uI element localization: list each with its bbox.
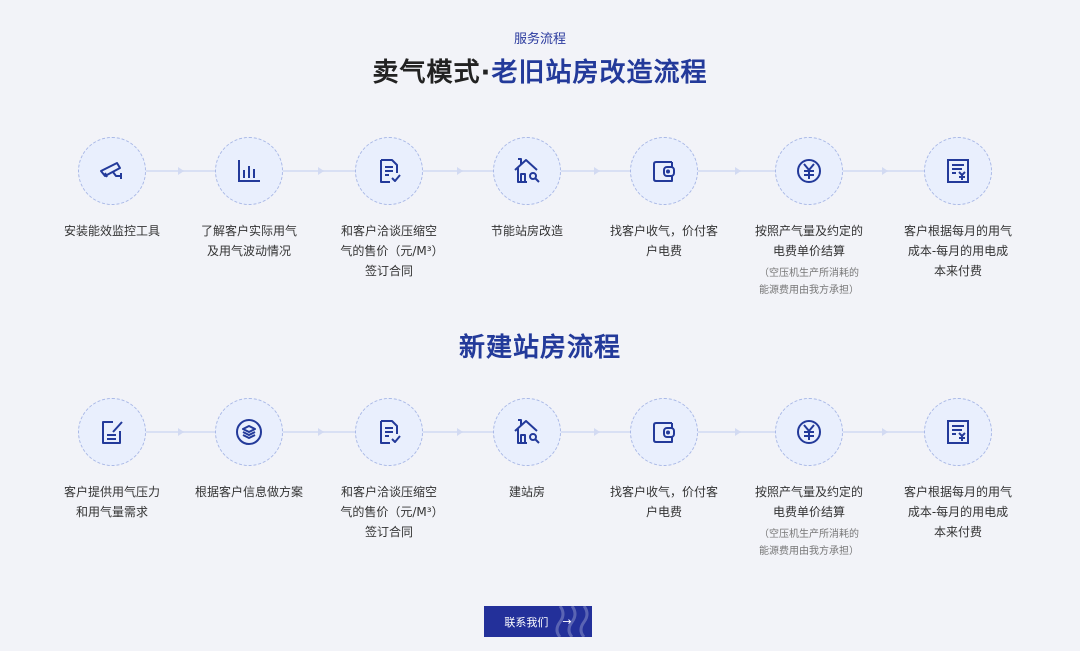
step-circle [775,137,843,205]
arrow-icon [318,428,324,436]
step-label: 根据客户信息做方案 [194,485,303,499]
flow2-step-5: 找客户收气，价付客户电费 [599,398,729,522]
step-note: （空压机生产所消耗的能源费用由我方承担） [759,268,859,296]
wave-decoration-icon [555,606,589,637]
flow2-step-1: 客户提供用气压力和用气量需求 [47,398,177,522]
step-label: 安装能效监控工具 [63,224,160,238]
flow1-step-5: 找客户收气，价付客户电费 [599,137,729,261]
yen-coin-icon [797,159,821,183]
flow2-step-2: 根据客户信息做方案 [184,398,314,502]
step-label: 和客户洽谈压缩空气的售价（元/M³）签订合同 [340,224,438,278]
flow1-step-1: 安装能效监控工具 [47,137,177,241]
step-label: 客户提供用气压力和用气量需求 [63,485,160,519]
step-circle [355,137,423,205]
wallet-icon [653,422,675,443]
step-circle [78,398,146,466]
arrow-icon [594,428,600,436]
step-circle [215,398,283,466]
step-circle [493,398,561,466]
section-eyebrow: 服务流程 [513,32,566,47]
step-circle [355,398,423,466]
step-circle [215,137,283,205]
arrow-icon [882,167,888,175]
step-circle [924,398,992,466]
flow2-step-7: 客户根据每月的用气成本-每月的用电成本来付费 [893,398,1023,542]
arrow-icon [457,428,463,436]
arrow-icon [178,428,184,436]
step-label: 按照产气量及约定的电费单价结算 [755,224,864,258]
step-circle [493,137,561,205]
step-circle [630,137,698,205]
surveillance-camera-icon [100,162,122,179]
wallet-icon [653,161,675,182]
arrow-icon [178,167,184,175]
step-label: 客户根据每月的用气成本-每月的用电成本来付费 [904,224,1013,278]
invoice-yen-icon [947,420,969,444]
yen-coin-icon [797,420,821,444]
step-circle [924,137,992,205]
step-label: 了解客户实际用气及用气波动情况 [200,224,297,258]
title-prefix: 卖气模式· [372,58,492,88]
flow1-step-3: 和客户洽谈压缩空气的售价（元/M³）签订合同 [324,137,454,281]
flow-renovation: 安装能效监控工具 了解客户实际用气及用气波动情况 和客户洽谈压缩空气的售价（元/… [0,137,1080,337]
step-note: （空压机生产所消耗的能源费用由我方承担） [759,529,859,557]
step-label: 和客户洽谈压缩空气的售价（元/M³）签订合同 [340,485,438,539]
step-label: 建站房 [508,485,545,499]
arrow-icon [735,167,741,175]
step-circle [630,398,698,466]
invoice-yen-icon [947,159,969,183]
flow2-step-4: 建站房 [462,398,592,502]
flow-new-station: 客户提供用气压力和用气量需求 根据客户信息做方案 和客户洽谈压缩空气的售价（元/… [0,398,1080,598]
edit-note-icon [102,421,123,444]
document-check-icon [380,159,401,183]
step-label: 客户根据每月的用气成本-每月的用电成本来付费 [904,485,1013,539]
document-check-icon [380,420,401,444]
contact-us-button[interactable]: 联系我们 → [484,606,592,637]
title-highlight: 老旧站房改造流程 [491,58,708,88]
step-circle [78,137,146,205]
section-title-new-station: 新建站房流程 [458,333,621,363]
page-title: 卖气模式·老旧站房改造流程 [0,52,1080,89]
flow1-step-6: 按照产气量及约定的电费单价结算 （空压机生产所消耗的能源费用由我方承担） [744,137,874,299]
arrow-icon [594,167,600,175]
flow1-step-7: 客户根据每月的用气成本-每月的用电成本来付费 [893,137,1023,281]
step-label: 按照产气量及约定的电费单价结算 [755,485,864,519]
flow1-step-2: 了解客户实际用气及用气波动情况 [184,137,314,261]
flow1-step-4: 节能站房改造 [462,137,592,241]
step-label: 找客户收气，价付客户电费 [609,224,718,258]
arrow-icon [735,428,741,436]
bar-chart-icon [238,160,260,182]
flow2-step-6: 按照产气量及约定的电费单价结算 （空压机生产所消耗的能源费用由我方承担） [744,398,874,560]
arrow-icon [457,167,463,175]
arrow-icon [882,428,888,436]
step-label: 找客户收气，价付客户电费 [609,485,718,519]
step-circle [775,398,843,466]
arrow-icon [318,167,324,175]
flow2-step-3: 和客户洽谈压缩空气的售价（元/M³）签订合同 [324,398,454,542]
arrow-right-icon: → [562,615,572,628]
house-wrench-icon [514,158,540,183]
house-wrench-icon [514,419,540,444]
layers-icon [236,419,262,445]
contact-us-label: 联系我们 [504,615,549,629]
step-label: 节能站房改造 [490,224,563,238]
